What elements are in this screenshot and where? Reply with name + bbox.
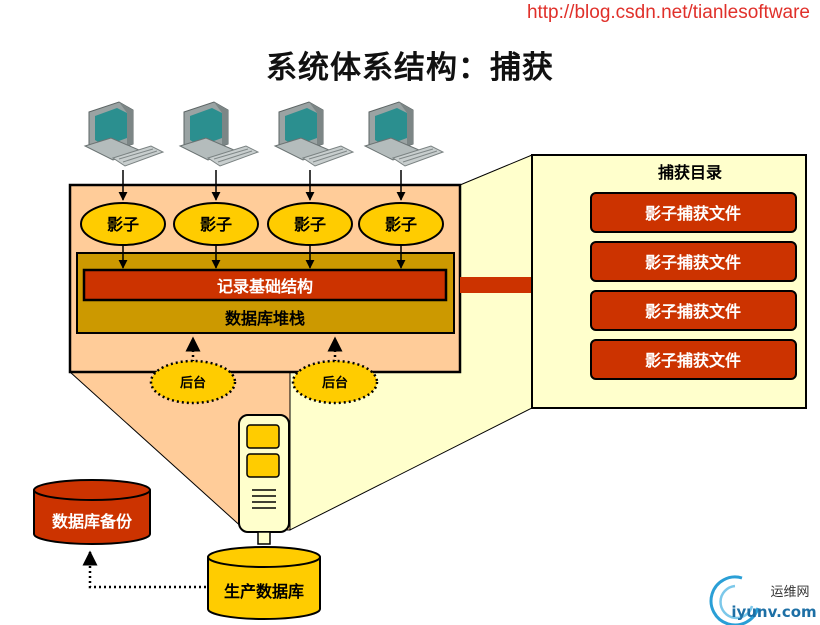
background-label: 后台 <box>322 375 348 391</box>
capture-file-2: 影子捕获文件 <box>590 241 797 282</box>
record-structure-label: 记录基础结构 <box>217 277 313 296</box>
shadow-process-1: 影子 <box>80 202 166 246</box>
shadow-label: 影子 <box>200 215 232 234</box>
computer-icon-1 <box>84 101 164 167</box>
production-database-icon: 生产数据库 <box>207 546 321 620</box>
shadow-process-3: 影子 <box>267 202 353 246</box>
shadow-label: 影子 <box>385 215 417 234</box>
capture-file-4: 影子捕获文件 <box>590 339 797 380</box>
capture-file-label: 影子捕获文件 <box>645 253 741 272</box>
capture-file-label: 影子捕获文件 <box>645 302 741 321</box>
db-stack-label: 数据库堆栈 <box>225 309 305 328</box>
backup-database-label: 数据库备份 <box>52 512 133 531</box>
capture-file-label: 影子捕获文件 <box>645 351 741 370</box>
watermark-en: iyunv.com <box>731 603 816 621</box>
capture-file-3: 影子捕获文件 <box>590 290 797 331</box>
server-tower-icon <box>238 414 290 545</box>
shadow-label: 影子 <box>107 215 139 234</box>
watermark-logo: 运维网 iyunv.com <box>709 575 817 625</box>
production-database-label: 生产数据库 <box>224 582 304 601</box>
background-process-2: 后台 <box>291 359 379 405</box>
background-process-1: 后台 <box>149 359 237 405</box>
computer-icon-4 <box>364 101 444 167</box>
watermark-cn: 运维网 <box>770 585 809 600</box>
record-structure-bar <box>82 268 448 302</box>
background-label: 后台 <box>180 375 206 391</box>
capture-file-1: 影子捕获文件 <box>590 192 797 233</box>
computer-icon-2 <box>179 101 259 167</box>
capture-directory-title: 捕获目录 <box>658 163 722 182</box>
shadow-process-4: 影子 <box>358 202 444 246</box>
source-url: http://blog.csdn.net/tianlesoftware <box>526 2 810 23</box>
capture-file-label: 影子捕获文件 <box>645 204 741 223</box>
page-title: 系统体系结构：捕获 <box>266 50 554 86</box>
shadow-process-2: 影子 <box>173 202 259 246</box>
backup-database-icon: 数据库备份 <box>33 479 151 545</box>
shadow-label: 影子 <box>294 215 326 234</box>
computer-icon-3 <box>274 101 354 167</box>
